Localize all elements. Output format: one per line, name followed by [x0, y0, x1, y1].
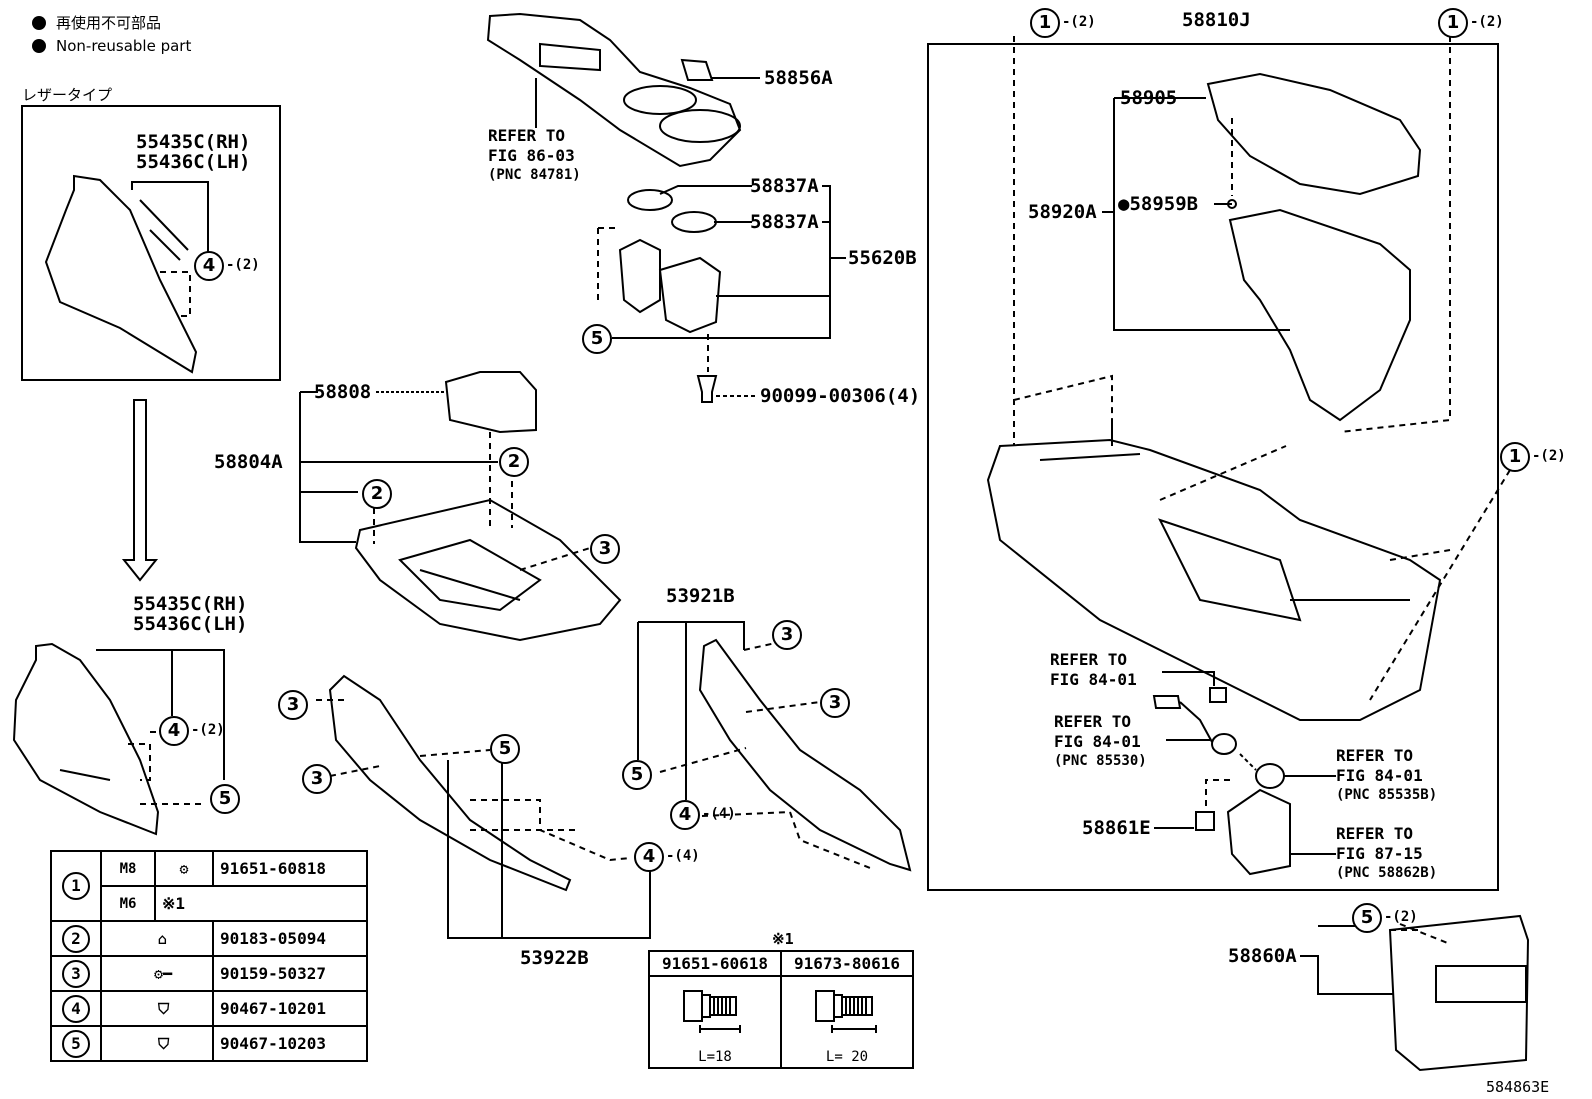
part-58860a: 58860A: [1228, 945, 1297, 967]
console-box-body: [986, 438, 1442, 721]
table-row: L=18 L= 20: [648, 975, 914, 1069]
refer-fig-84-01-a: REFER TO FIG 84-01: [1050, 650, 1137, 689]
clip-icon: ⛉: [100, 1025, 214, 1062]
screw: [696, 375, 718, 403]
table-row: 2 ⌂ 90183-05094: [50, 920, 368, 957]
bolt-icon: ⚙: [154, 850, 214, 887]
legend-item-jp: 再使用不可部品: [32, 12, 161, 33]
callout-3-a: 3: [590, 534, 620, 564]
part-58861e: 58861E: [1082, 817, 1151, 839]
callout-1-top-left: 1: [1030, 8, 1060, 38]
callout-3-c: 3: [302, 764, 332, 794]
leather-type-label: レザータイプ: [22, 86, 113, 104]
screw-icon: ⚙━: [100, 955, 214, 992]
bolt-icon: [815, 990, 877, 1033]
part-55435c-bottom: 55435C(RH): [133, 593, 248, 615]
part-58837a-2: 58837A: [750, 211, 819, 233]
callout-2-b: 2: [362, 479, 392, 509]
part-90099: 90099-00306(4): [760, 385, 921, 407]
part-58810j: 58810J: [1182, 9, 1251, 31]
bolt-icon: [683, 990, 741, 1033]
table-row: 3 ⚙━ 90159-50327: [50, 955, 368, 992]
power-outlet: [1255, 763, 1285, 789]
callout-5-vent: 5: [1352, 903, 1382, 933]
table-row: M6 ※1: [51, 885, 368, 922]
callout-3-f: 3: [772, 620, 802, 650]
part-55620b: 55620B: [848, 247, 917, 269]
image-code: 584863E: [1486, 1078, 1550, 1096]
refer-fig-84-01-c: REFER TO FIG 84-01 (PNC 85535B): [1336, 746, 1438, 803]
callout-5-d: 5: [490, 734, 520, 764]
table-row: 5 ⛉ 90467-10203: [50, 1025, 368, 1062]
refer-fig-87-15: REFER TO FIG 87-15 (PNC 58862B): [1336, 824, 1438, 881]
shift-boot-cover: [444, 371, 537, 434]
side-panel-rh: [698, 638, 912, 872]
legend-item-en: Non-reusable part: [32, 37, 191, 55]
cup-ring-2: [671, 211, 717, 233]
refer-fig-84-01-b: REFER TO FIG 84-01 (PNC 85530): [1054, 712, 1147, 769]
shift-frame: [354, 498, 622, 642]
callout-1-symbol: 1: [62, 872, 90, 900]
part-58905: 58905: [1120, 87, 1178, 109]
bolt-note-mark: ※1: [772, 930, 794, 948]
knee-pad-lower: [12, 642, 160, 836]
down-arrow: [121, 399, 159, 582]
refer-fig-86-03: REFER TO FIG 86-03 (PNC 84781): [488, 126, 581, 183]
non-reusable-dot-icon: [32, 39, 46, 53]
part-58808: 58808: [314, 381, 372, 403]
callout-1-top-right: 1: [1438, 8, 1468, 38]
non-reusable-dot-icon: [32, 16, 46, 30]
table-row: 1 M8 ⚙ 91651-60818: [50, 850, 368, 922]
cup-ring-1: [627, 189, 673, 211]
callout-4-i: 4: [670, 800, 700, 830]
rear-vent-panel: [1388, 914, 1530, 1072]
part-58920a: 58920A: [1028, 201, 1097, 223]
part-55436c-top: 55436C(LH): [136, 151, 251, 173]
table-row: 91651-60618 91673-80616: [648, 950, 914, 977]
part-58856a: 58856A: [764, 67, 833, 89]
side-panel-lh: [328, 674, 572, 892]
cup-holder-insert: [618, 238, 661, 314]
callout-5-cupholder: 5: [582, 324, 612, 354]
callout-3-b: 3: [278, 690, 308, 720]
clip-icon: ⛉: [100, 990, 214, 1027]
leather-type-box: [21, 105, 281, 381]
table-row: 4 ⛉ 90467-10201: [50, 990, 368, 1027]
part-53921b: 53921B: [666, 585, 735, 607]
part-55435c-top: 55435C(RH): [136, 131, 251, 153]
callout-2-a: 2: [499, 447, 529, 477]
tray-cover: [1226, 788, 1291, 876]
part-53922b: 53922B: [520, 947, 589, 969]
callout-4-e: 4: [634, 842, 664, 872]
clip-icon: ⌂: [100, 920, 214, 957]
callout-4-upper: 4: [194, 251, 224, 281]
lid-inner-frame: [1228, 208, 1411, 422]
console-box-frame: [927, 43, 1499, 891]
knee-pad-upper: [44, 174, 198, 374]
fastener-table: 1 M8 ⚙ 91651-60818 M6 ※1 2 ⌂ 90183-05094…: [50, 850, 368, 1062]
callout-5-lower-left: 5: [210, 784, 240, 814]
part-58804a: 58804A: [214, 451, 283, 473]
part-55436c-bottom: 55436C(LH): [133, 613, 248, 635]
bolt-detail-table: 91651-60618 91673-80616 L=18: [648, 950, 914, 1069]
callout-5-h: 5: [622, 760, 652, 790]
console-top-panel: [486, 12, 742, 168]
callout-1-right: 1: [1500, 442, 1530, 472]
callout-4-lower: 4: [159, 716, 189, 746]
part-58959b: ●58959B: [1118, 193, 1199, 215]
console-lid: [1206, 72, 1422, 196]
part-58837a-1: 58837A: [750, 175, 819, 197]
callout-3-g: 3: [820, 688, 850, 718]
